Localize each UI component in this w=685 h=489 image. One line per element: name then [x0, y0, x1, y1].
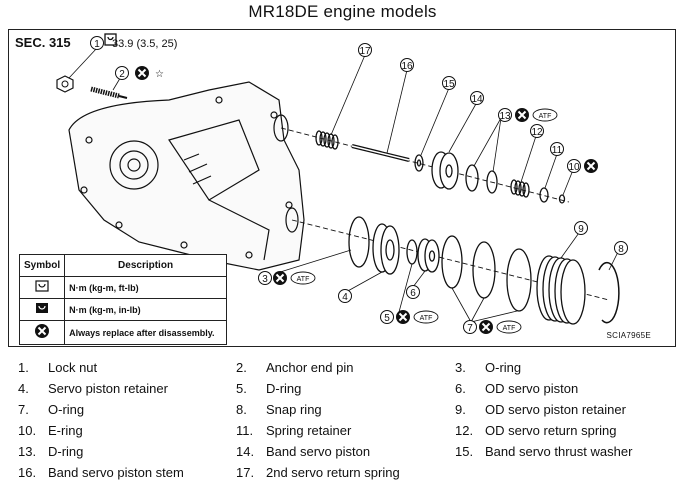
svg-text:15: 15 [443, 79, 455, 90]
o-ring-3 [348, 216, 370, 268]
od-servo-piston-retainer-9 [536, 255, 586, 325]
leader-lines [68, 47, 620, 323]
callout-14: 14 [470, 91, 484, 105]
spring-17 [315, 130, 339, 150]
svg-text:ATF: ATF [503, 325, 516, 332]
exploded-diagram: SEC. 315 33.9 (3.5, 25) SCIA7965E ☆ [8, 29, 676, 347]
atf-badge-5: ATF [413, 310, 439, 324]
svg-text:8: 8 [618, 244, 624, 255]
svg-text:12: 12 [531, 127, 543, 138]
star-icon: ☆ [155, 69, 164, 80]
section-label: SEC. 315 [15, 35, 71, 50]
svg-text:ATF: ATF [297, 276, 310, 283]
d-ring-5 [406, 239, 418, 265]
lock-nut [56, 75, 74, 93]
svg-text:11: 11 [552, 145, 563, 156]
spring-retainer-11 [539, 187, 549, 203]
od-return-spring-12 [510, 179, 530, 198]
svg-text:3: 3 [262, 274, 268, 285]
callout-11: 11 [550, 142, 564, 156]
svg-text:9: 9 [578, 224, 584, 235]
list-item: 10.E-ring [18, 423, 83, 438]
svg-text:14: 14 [471, 94, 483, 105]
thrust-washer-15 [414, 154, 424, 172]
callout-7: 7 [463, 320, 477, 334]
list-item: 4.Servo piston retainer [18, 381, 168, 396]
callout-3: 3 [258, 271, 272, 285]
legend-row: N·m (kg-m, ft-lb) [18, 276, 227, 299]
d-rings-13 [465, 164, 498, 194]
list-item: 6.OD servo piston [455, 381, 579, 396]
atf-badge-3: ATF [290, 271, 316, 285]
callout-1: 1 [90, 36, 104, 50]
svg-text:13: 13 [499, 111, 511, 122]
callout-9: 9 [574, 221, 588, 235]
svg-text:16: 16 [401, 61, 413, 72]
list-item: 13.D-ring [18, 444, 84, 459]
callout-4: 4 [338, 289, 352, 303]
svg-text:17: 17 [359, 46, 371, 57]
legend-desc: Always replace after disassembly. [64, 320, 227, 345]
legend-header-symbol: Symbol [18, 254, 66, 277]
anchor-end-pin [90, 86, 128, 99]
legend-row: N·m (kg-m, in-lb) [18, 298, 227, 321]
callout-12: 12 [530, 124, 544, 138]
atf-badge-7: ATF [496, 320, 522, 334]
callout-15: 15 [442, 76, 456, 90]
torque-wrench-icon [104, 33, 117, 46]
list-item: 15.Band servo thrust washer [455, 444, 633, 459]
od-servo-piston-6 [417, 238, 440, 273]
band-servo-piston-14 [431, 151, 459, 190]
page-title: MR18DE engine models [248, 2, 437, 21]
svg-text:5: 5 [384, 313, 390, 324]
symbol-legend: Symbol Description N·m (kg-m, ft-lb) N·m… [18, 254, 227, 345]
list-item: 1.Lock nut [18, 360, 98, 375]
list-item: 2.Anchor end pin [236, 360, 354, 375]
list-item: 12.OD servo return spring [455, 423, 617, 438]
snap-ring-8 [598, 261, 620, 324]
list-item: 9.OD servo piston retainer [455, 402, 626, 417]
callout-5: 5 [380, 310, 394, 324]
list-item: 14.Band servo piston [236, 444, 371, 459]
svg-text:ATF: ATF [539, 113, 552, 120]
svg-text:1: 1 [94, 39, 100, 50]
list-item: 8.Snap ring [236, 402, 322, 417]
list-item: 7.O-ring [18, 402, 85, 417]
svg-text:4: 4 [342, 292, 348, 303]
transmission-case [68, 81, 305, 271]
legend-desc: N·m (kg-m, ft-lb) [64, 276, 227, 299]
replace-icon-2 [134, 65, 150, 81]
torque-wrench-small-icon [36, 303, 49, 313]
list-item: 17.2nd servo return spring [236, 465, 400, 480]
svg-text:10: 10 [568, 162, 580, 173]
callout-16: 16 [400, 58, 414, 72]
torque-spec: 33.9 (3.5, 25) [112, 38, 178, 50]
replace-after-disassembly-icon [35, 324, 50, 338]
list-item: 11.Spring retainer [236, 423, 352, 438]
svg-text:2: 2 [119, 69, 125, 80]
e-ring-10 [558, 194, 566, 204]
legend-header-description: Description [64, 254, 227, 277]
legend-desc: N·m (kg-m, in-lb) [64, 298, 227, 321]
diagram-drawing: ☆ [56, 33, 628, 335]
legend-row: Always replace after disassembly. [18, 320, 227, 345]
callout-8: 8 [614, 241, 628, 255]
o-rings-7 [441, 235, 532, 312]
callout-17: 17 [358, 43, 372, 57]
callout-6: 6 [406, 285, 420, 299]
svg-text:7: 7 [467, 323, 473, 334]
callout-10: 10 [567, 159, 581, 173]
figure-code: SCIA7965E [606, 331, 651, 340]
list-item: 16.Band servo piston stem [18, 465, 184, 480]
list-item: 5.D-ring [236, 381, 302, 396]
svg-text:ATF: ATF [420, 315, 433, 322]
svg-text:6: 6 [410, 288, 416, 299]
callout-2: 2 [115, 66, 129, 80]
piston-stem-16 [351, 144, 410, 162]
atf-badge-13: ATF [532, 108, 558, 122]
torque-wrench-icon [35, 280, 49, 292]
servo-piston-retainer-4 [372, 223, 400, 275]
list-item: 3.O-ring [455, 360, 522, 375]
callout-13: 13 [498, 108, 512, 122]
